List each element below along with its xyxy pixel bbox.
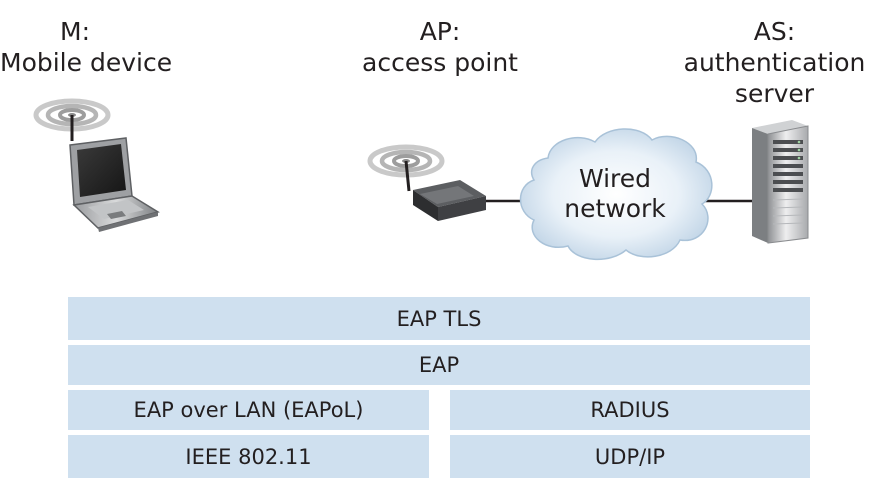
mobile-name: Mobile device [0,48,173,77]
protocol-layer-eap: EAP [68,345,810,385]
server-tower-icon [752,120,809,244]
protocol-layer-radius: RADIUS [450,390,810,430]
as-name-line1: authentication [683,48,866,77]
laptop-icon [69,137,160,232]
wired-network-label: Wired network [540,164,690,224]
access-point-label: AP: access point [340,16,540,78]
protocol-layer-eap-tls: EAP TLS [68,297,810,340]
wired-network-line2: network [564,194,666,223]
network-illustration [33,98,809,261]
ap-abbr: AP: [419,17,461,46]
protocol-layer-udp-ip: UDP/IP [450,435,810,478]
wireless-signal-icon [33,98,111,141]
protocol-layer-ieee-80211: IEEE 802.11 [68,435,429,478]
protocol-layer-eapol: EAP over LAN (EAPoL) [68,390,429,430]
as-abbr: AS: [753,17,796,46]
wired-network-line1: Wired [578,164,652,193]
cloud-icon [519,128,713,261]
wireless-router-icon [413,180,486,221]
ap-name: access point [362,48,518,77]
auth-server-label: AS: authentication server [666,16,883,109]
as-name-line2: server [734,79,815,108]
mobile-abbr: M: [60,17,90,46]
mobile-device-label: M: Mobile device [0,16,173,78]
wireless-signal-icon [367,144,445,192]
